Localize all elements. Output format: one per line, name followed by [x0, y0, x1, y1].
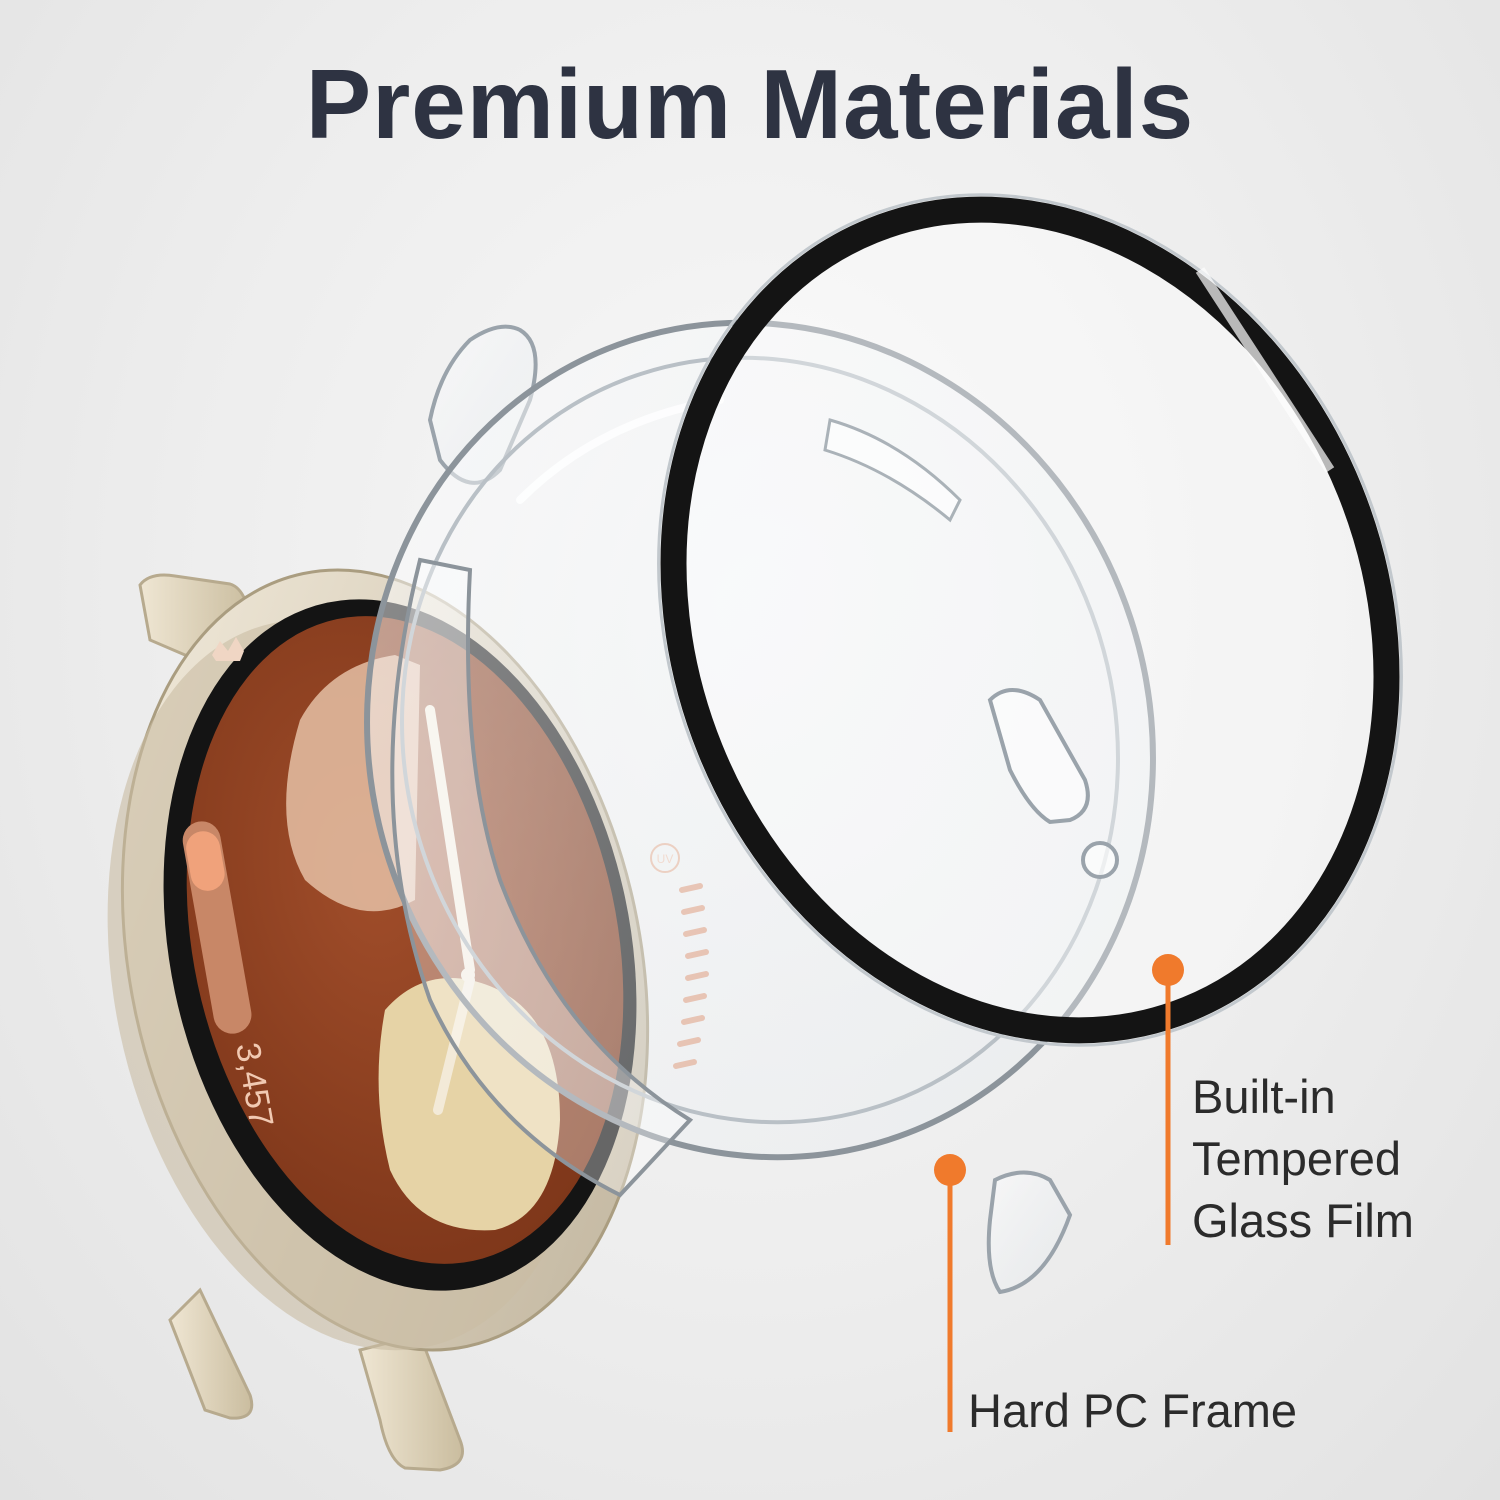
glass-slot [823, 418, 962, 523]
glass-callout-line1: Built-in [1192, 1070, 1336, 1123]
watch-bottom-lug [358, 1333, 464, 1472]
glass-callout-line3: Glass Film [1192, 1194, 1414, 1247]
face-progress-fill [186, 831, 225, 891]
glass-edge-highlight [657, 193, 1403, 1047]
callout-pointers [934, 954, 1184, 1432]
tempered-glass-film [657, 193, 1403, 1047]
pc-frame-lug-bottom [986, 1170, 1073, 1295]
watch-bottom-lug-left [168, 1287, 254, 1420]
pc-frame-outer [364, 319, 1156, 1161]
glass-reflection [1195, 267, 1335, 473]
glass-pointer-dot [1152, 954, 1184, 986]
crown-icon [212, 637, 244, 661]
glass-callout-line2: Tempered [1192, 1132, 1401, 1185]
frame-callout-label: Hard PC Frame [968, 1384, 1298, 1437]
glass-button-cutout [987, 688, 1090, 825]
pc-frame-side-wall [390, 557, 694, 1198]
pc-frame-inner [400, 355, 1120, 1125]
pc-frame-callout: Hard PC Frame [968, 1380, 1297, 1442]
glass-sensor-hole [1081, 841, 1119, 879]
pc-frame-case [364, 319, 1156, 1295]
glass-black-border [660, 196, 1400, 1044]
glass-film-callout: Built-in Tempered Glass Film [1192, 1066, 1414, 1252]
page-title: Premium Materials [305, 49, 1195, 159]
frame-pointer-dot [934, 1154, 966, 1186]
